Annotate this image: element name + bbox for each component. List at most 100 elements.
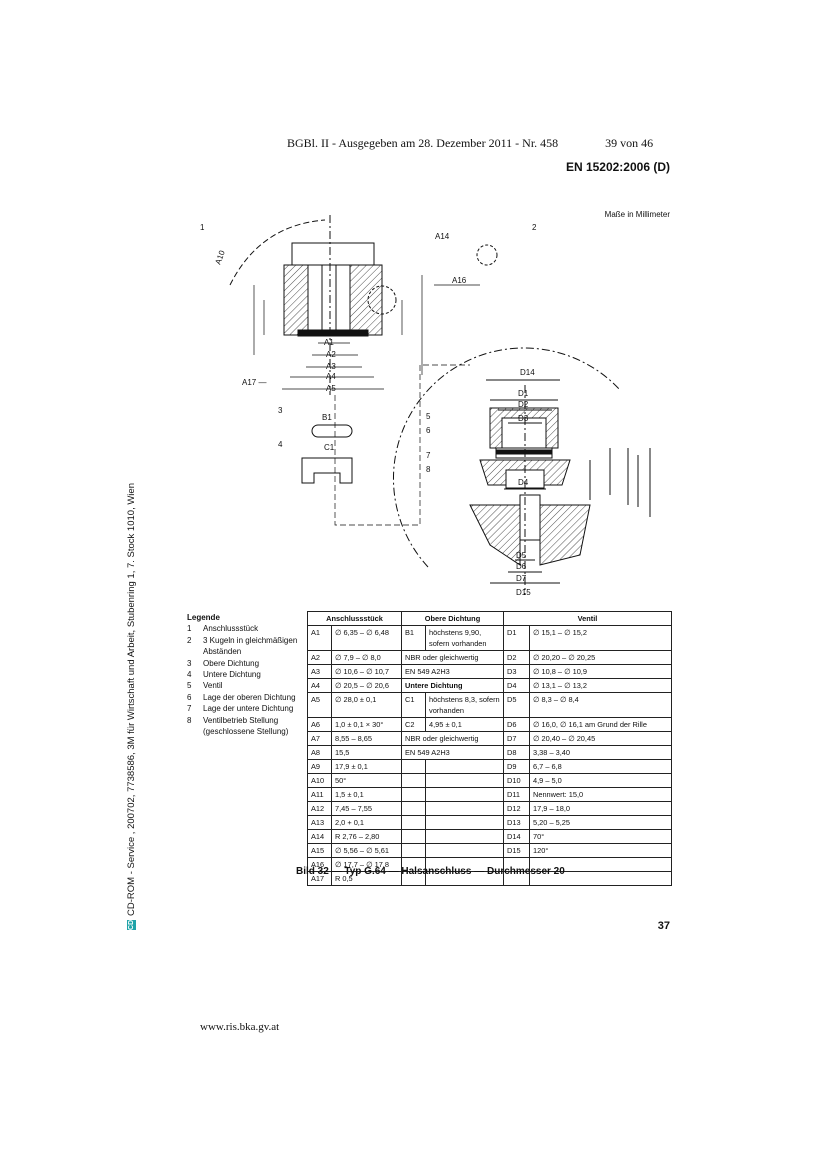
table-cell: 4,95 ± 0,1 [425,717,504,732]
table-cell: C1 [401,692,426,718]
table-cell: D12 [503,801,530,816]
table-cell: Untere Dichtung [401,678,504,693]
table-cell: ∅ 10,6 – ∅ 10,7 [331,664,402,679]
table-cell: D7 [503,731,530,746]
svg-text:8: 8 [426,465,431,474]
table-cell: ∅ 7,9 – ∅ 8,0 [331,650,402,665]
table-cell [425,829,504,844]
svg-text:5: 5 [426,412,431,421]
table-cell: 3,38 – 3,40 [529,745,672,760]
svg-text:A4: A4 [326,372,336,381]
table-cell [401,815,426,830]
table-cell [529,871,672,886]
table-cell: ∅ 16,0, ∅ 16,1 am Grund der Rille [529,717,672,732]
table-cell: EN 549 A2H3 [401,745,504,760]
table-row: A16∅ 17,7 – ∅ 17,8 [307,857,672,872]
table-cell: höchstens 9,90, sofern vorhanden [425,625,504,651]
table-cell: 5,20 – 5,25 [529,815,672,830]
svg-text:D1: D1 [518,389,529,398]
table-cell [401,773,426,788]
svg-text:A2: A2 [326,350,336,359]
page-number: 37 [657,920,670,932]
svg-text:D2: D2 [518,400,529,409]
table-cell [425,773,504,788]
table-cell: D1 [503,625,530,651]
svg-text:6: 6 [426,426,431,435]
table-cell [401,843,426,858]
page-of: 39 von 46 [605,136,654,150]
gazette-line: BGBl. II - Ausgegeben am 28. Dezember 20… [287,136,559,150]
table-cell: D5 [503,692,530,718]
svg-text:A1: A1 [324,338,334,347]
svg-text:A5: A5 [326,384,336,393]
table-cell: A12 [307,801,332,816]
table-cell: 6,7 – 6,8 [529,759,672,774]
table-cell [425,787,504,802]
table-cell: A6 [307,717,332,732]
table-cell: NBR oder gleichwertig [401,731,504,746]
table-cell: R 2,76 – 2,80 [331,829,402,844]
table-cell: Nennwert: 15,0 [529,787,672,802]
table-cell [425,801,504,816]
svg-text:A16: A16 [452,276,467,285]
table-cell [425,843,504,858]
table-cell: 70° [529,829,672,844]
svg-text:A3: A3 [326,362,336,371]
table-cell: A1 [307,625,332,651]
table-cell: A10 [307,773,332,788]
table-cell: D2 [503,650,530,665]
table-cell: A14 [307,829,332,844]
table-cell: D14 [503,829,530,844]
table-cell [425,815,504,830]
svg-text:D14: D14 [520,368,535,377]
table-cell: D15 [503,843,530,858]
table-cell: A4 [307,678,332,693]
table-header: Obere Dichtung [401,611,504,626]
svg-text:7: 7 [426,451,431,460]
table-cell [401,787,426,802]
svg-text:A17 —: A17 — [242,378,266,387]
table-cell: D9 [503,759,530,774]
cd-logo-icon: CD [126,919,136,930]
table-cell: A11 [307,787,332,802]
table-cell [401,759,426,774]
table-cell: ∅ 28,0 ± 0,1 [331,692,402,718]
svg-text:A10: A10 [213,249,227,266]
table-cell: höchstens 8,3, sofern vorhanden [425,692,504,718]
footer-url: www.ris.bka.gv.at [200,1021,280,1033]
table-cell: D10 [503,773,530,788]
table-cell: ∅ 20,5 – ∅ 20,6 [331,678,402,693]
units-note: Maße in Millimeter [604,210,670,219]
table-cell: 7,45 – 7,55 [331,801,402,816]
table-cell: D13 [503,815,530,830]
table-cell [401,801,426,816]
table-cell: ∅ 6,35 – ∅ 6,48 [331,625,402,651]
svg-text:D5: D5 [516,551,527,560]
table-header: Anschlussstück [307,611,402,626]
sidebar-stamp: CDCD-ROM - Service , 200702, 7738586, 3M… [126,483,137,930]
table-cell: ∅ 8,3 – ∅ 8,4 [529,692,672,718]
table-cell: A5 [307,692,332,718]
table-cell: ∅ 20,40 – ∅ 20,45 [529,731,672,746]
svg-text:A14: A14 [435,232,450,241]
table-cell: 15,5 [331,745,402,760]
